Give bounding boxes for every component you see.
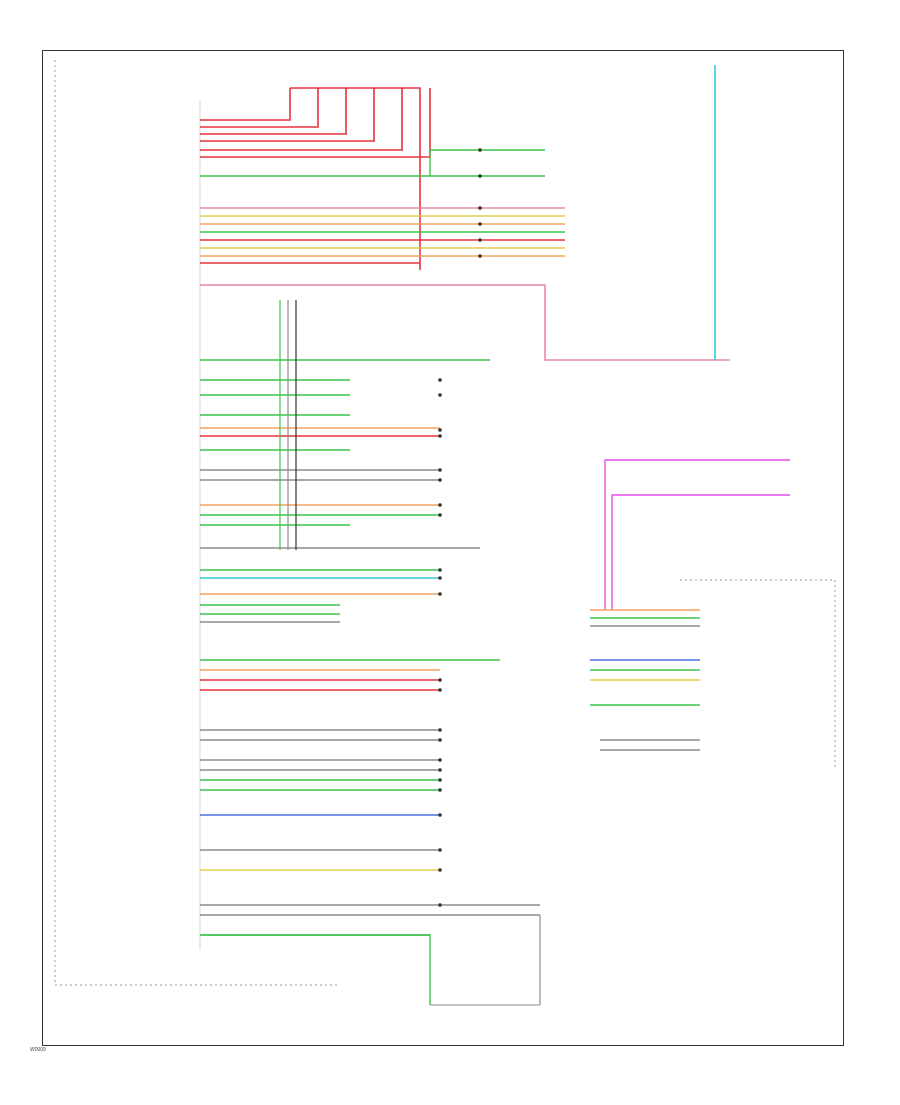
connector-dot [438, 678, 442, 682]
connector-dot [438, 758, 442, 762]
connector-dot [478, 174, 482, 178]
connector-dot [438, 393, 442, 397]
connector-dot [438, 434, 442, 438]
connector-dot [438, 788, 442, 792]
connector-dot [438, 728, 442, 732]
connector-dot [438, 503, 442, 507]
magenta-wire [611, 494, 790, 610]
module-dashed-border [54, 60, 836, 986]
ground-wire [200, 934, 431, 1005]
connector-dot [438, 903, 442, 907]
data-bus-wire [200, 284, 730, 361]
connector-dot [438, 738, 442, 742]
connector-dot [478, 206, 482, 210]
connector-dot [438, 478, 442, 482]
connector-dot [438, 768, 442, 772]
magenta-wire [604, 459, 790, 610]
connector-dot [478, 254, 482, 258]
connector-dot [438, 428, 442, 432]
connector-dot [438, 868, 442, 872]
power-feed-wire [200, 88, 375, 142]
connector-dot [478, 222, 482, 226]
figure-code: W0009 [30, 1047, 46, 1053]
diagram-frame [42, 50, 844, 1046]
connector-dot [438, 848, 442, 852]
signal-wire [429, 149, 545, 176]
power-feed-wire [290, 87, 421, 270]
connector-dot [438, 688, 442, 692]
connector-dot [438, 378, 442, 382]
connector-dot [438, 778, 442, 782]
power-feed-wire [200, 88, 347, 135]
connector-dot [438, 813, 442, 817]
connector-dot [438, 513, 442, 517]
connector-dot [478, 238, 482, 242]
power-feed-wire [200, 88, 403, 151]
connector-dot [438, 592, 442, 596]
power-feed-wire [200, 88, 291, 121]
connector-dot [438, 568, 442, 572]
connector-dot [478, 148, 482, 152]
power-feed-wire [200, 88, 319, 128]
connector-dot [438, 468, 442, 472]
connector-dot [438, 576, 442, 580]
